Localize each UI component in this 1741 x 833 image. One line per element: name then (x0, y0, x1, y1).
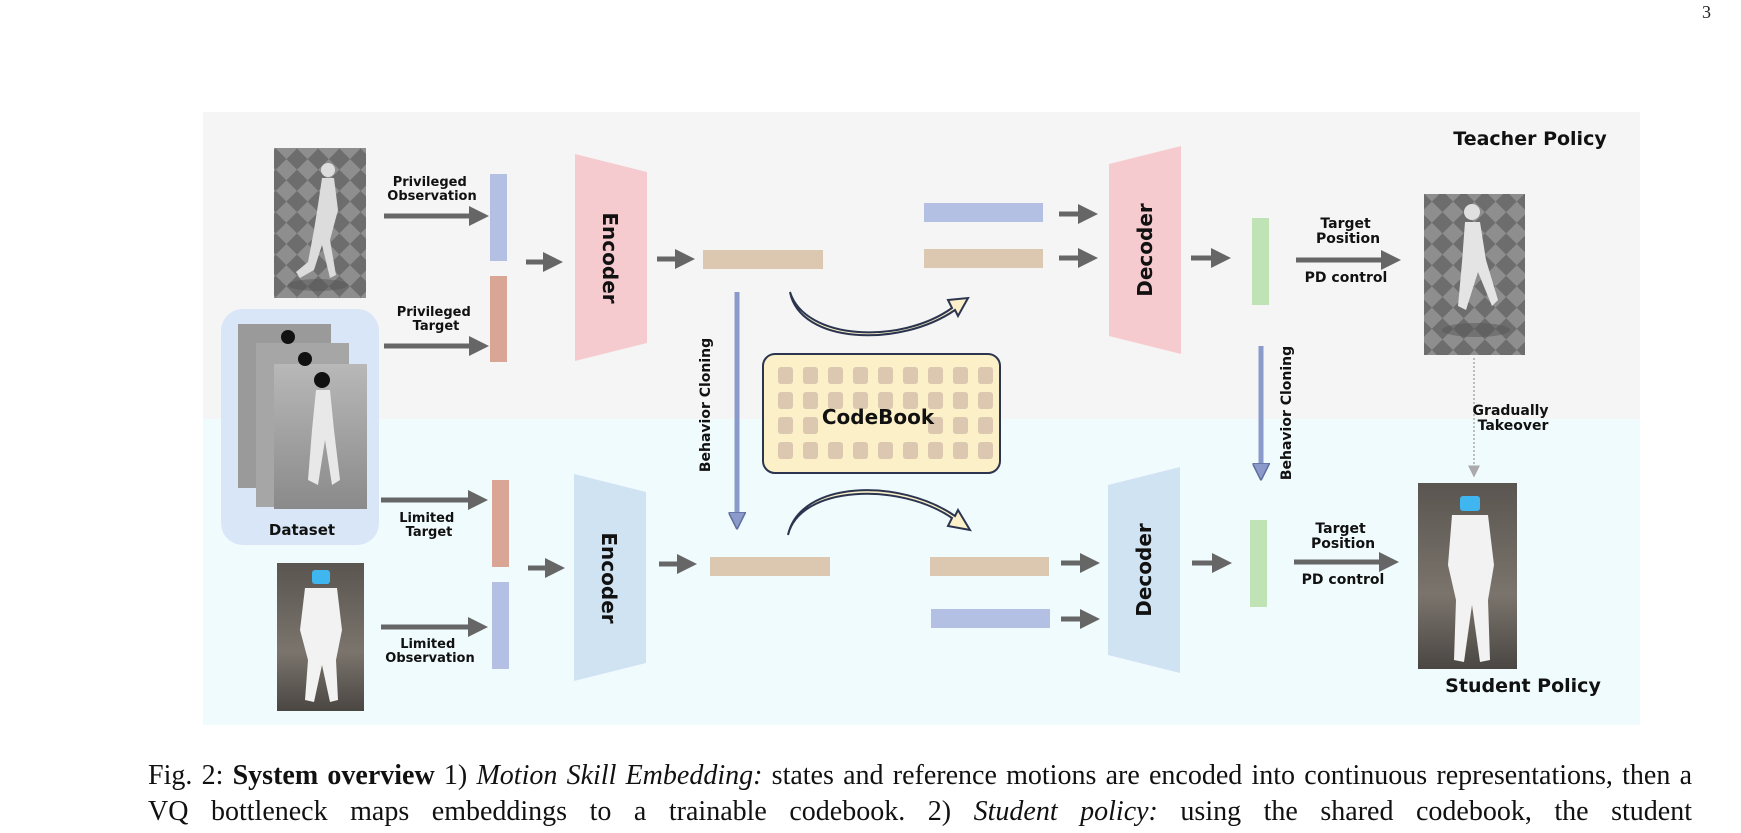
codebook-cell (928, 442, 943, 459)
codebook-cell (828, 442, 843, 459)
privileged-target-bar (490, 276, 507, 362)
teacher-action-bar (1252, 218, 1269, 305)
student-output-robot-image (1418, 483, 1517, 669)
teacher-target-embedding-bar (924, 249, 1043, 268)
student-obs-embedding-bar (931, 609, 1050, 628)
behavior-cloning-label-right: Behavior Cloning (1279, 346, 1295, 480)
limited-observation-bar (492, 582, 509, 669)
codebook: CodeBook (762, 353, 1001, 474)
real-robot-image (277, 563, 364, 711)
codebook-cell (953, 392, 968, 409)
codebook-cell (778, 392, 793, 409)
svg-text:Encoder: Encoder (598, 212, 622, 303)
student-target-position-label: Target Position (1311, 521, 1375, 552)
student-pd-control-label: PD control (1302, 572, 1385, 588)
teacher-quantize-curve-arrow (789, 291, 970, 337)
codebook-cell (928, 417, 943, 434)
codebook-cell (978, 442, 993, 459)
svg-text:Decoder: Decoder (1133, 203, 1157, 297)
svg-text:Encoder: Encoder (597, 532, 621, 623)
privileged-target-label: Privileged Target (397, 305, 476, 334)
teacher-pd-control-label: PD control (1305, 270, 1388, 286)
student-latent-bar (710, 557, 830, 576)
codebook-cell (978, 367, 993, 384)
student-target-embedding-bar (930, 557, 1049, 576)
codebook-cell (803, 417, 818, 434)
student-policy-title: Student Policy (1445, 675, 1601, 697)
caption-part2-heading: Student policy: (973, 796, 1158, 827)
page-number: 3 (1702, 2, 1711, 22)
codebook-cell (828, 392, 843, 409)
limited-observation-label: Limited Observation (385, 637, 474, 666)
codebook-cell (953, 367, 968, 384)
codebook-cell (803, 367, 818, 384)
dataset-box: Dataset (221, 309, 379, 545)
codebook-cell (953, 442, 968, 459)
limited-target-bar (492, 480, 509, 567)
teacher-output-robot-image (1424, 194, 1525, 355)
codebook-cell (803, 442, 818, 459)
gradually-takeover-label: Gradually Takeover (1473, 403, 1554, 434)
student-action-bar (1250, 520, 1267, 607)
codebook-label: CodeBook (822, 405, 935, 429)
codebook-cell (878, 442, 893, 459)
codebook-cell (928, 367, 943, 384)
codebook-cell (978, 392, 993, 409)
codebook-cell (778, 367, 793, 384)
teacher-encoder: Encoder (575, 154, 647, 361)
codebook-cell (903, 392, 918, 409)
codebook-cell (978, 417, 993, 434)
dataset-label: Dataset (269, 521, 335, 539)
teacher-decoder: Decoder (1109, 146, 1181, 354)
codebook-cell (853, 442, 868, 459)
codebook-cell (853, 392, 868, 409)
codebook-cell (953, 417, 968, 434)
codebook-cell (903, 442, 918, 459)
codebook-cell (778, 417, 793, 434)
system-overview-figure: Teacher Policy Student Policy Dataset Pr… (203, 128, 1640, 725)
teacher-target-position-label: Target Position (1316, 216, 1380, 247)
behavior-cloning-label-left: Behavior Cloning (698, 338, 714, 472)
teacher-latent-bar (703, 250, 823, 269)
codebook-cell (878, 367, 893, 384)
student-quantize-curve-arrow (787, 489, 972, 536)
sim-robot-image (274, 148, 366, 298)
codebook-cell (853, 367, 868, 384)
caption-part1-heading: Motion Skill Embedding: (476, 760, 763, 791)
codebook-cell (928, 392, 943, 409)
limited-target-label: Limited Target (399, 511, 459, 540)
caption-title: System overview (232, 760, 435, 791)
codebook-cell (778, 442, 793, 459)
teacher-obs-embedding-bar (924, 203, 1043, 222)
figure-caption: Fig. 2: System overview 1) Motion Skill … (148, 760, 1692, 827)
student-decoder: Decoder (1108, 467, 1180, 673)
student-encoder: Encoder (574, 474, 646, 681)
codebook-cell (803, 392, 818, 409)
codebook-cell (903, 367, 918, 384)
svg-text:Decoder: Decoder (1132, 523, 1156, 617)
codebook-cell (878, 392, 893, 409)
teacher-policy-title: Teacher Policy (1453, 128, 1607, 150)
privileged-observation-label: Privileged Observation (387, 175, 476, 204)
privileged-observation-bar (490, 174, 507, 261)
codebook-cell (828, 367, 843, 384)
